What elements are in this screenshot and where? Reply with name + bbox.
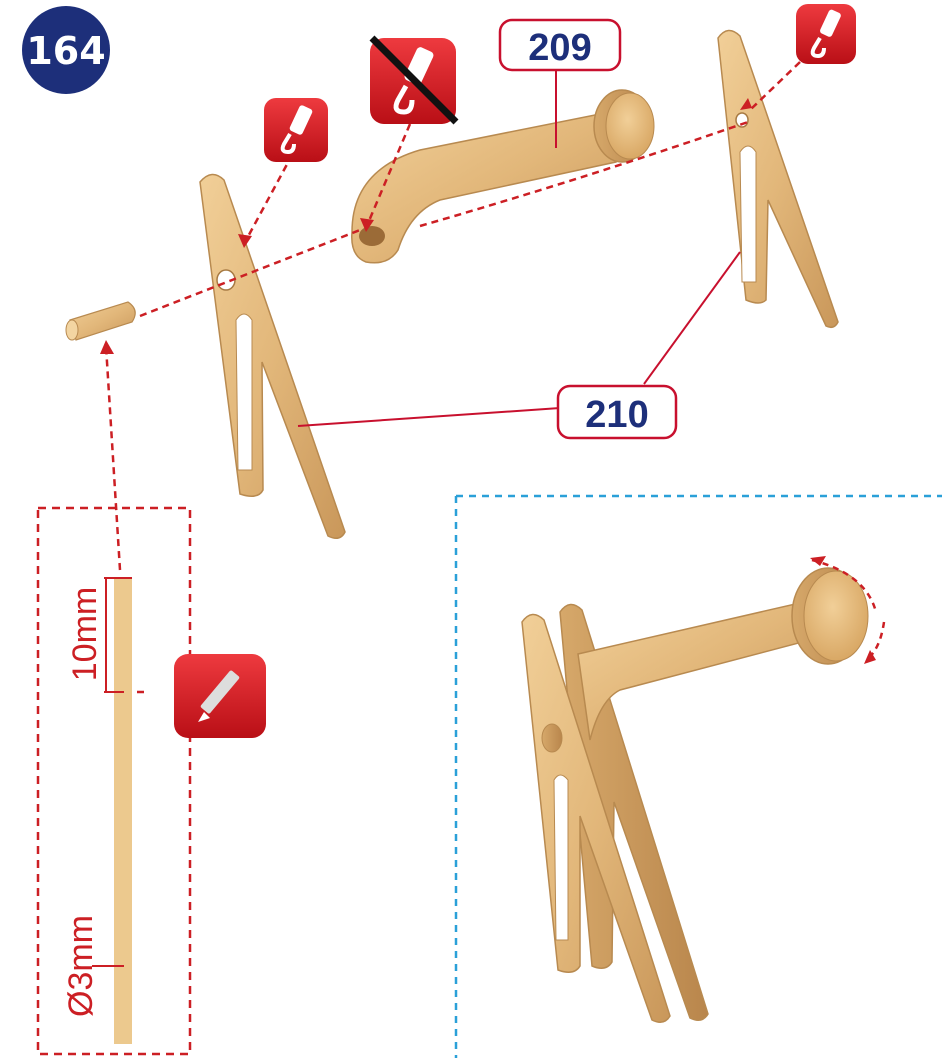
- part-number-209: 209: [528, 27, 591, 69]
- craft-knife-icon: [174, 654, 266, 738]
- no-glue-icon: [370, 38, 456, 124]
- stand-right: [718, 30, 838, 327]
- assembled-result: [522, 556, 884, 1022]
- assembled-result-frame: [456, 496, 942, 1058]
- stand-left: [200, 174, 345, 538]
- dowel-diameter-label: Ø3mm: [62, 915, 100, 1017]
- part-number-210: 210: [585, 394, 648, 436]
- step-badge: 164: [22, 6, 110, 94]
- part-label-210: 210: [298, 252, 740, 438]
- glue-icon: [264, 98, 328, 162]
- glue-icon: [796, 4, 856, 64]
- guide-arrowheads: [100, 98, 752, 354]
- dowel-piece: [66, 302, 135, 340]
- step-number: 164: [26, 29, 105, 73]
- dowel-detail-box: 10mm Ø3mm: [38, 508, 190, 1054]
- dowel-length-label: 10mm: [66, 587, 104, 681]
